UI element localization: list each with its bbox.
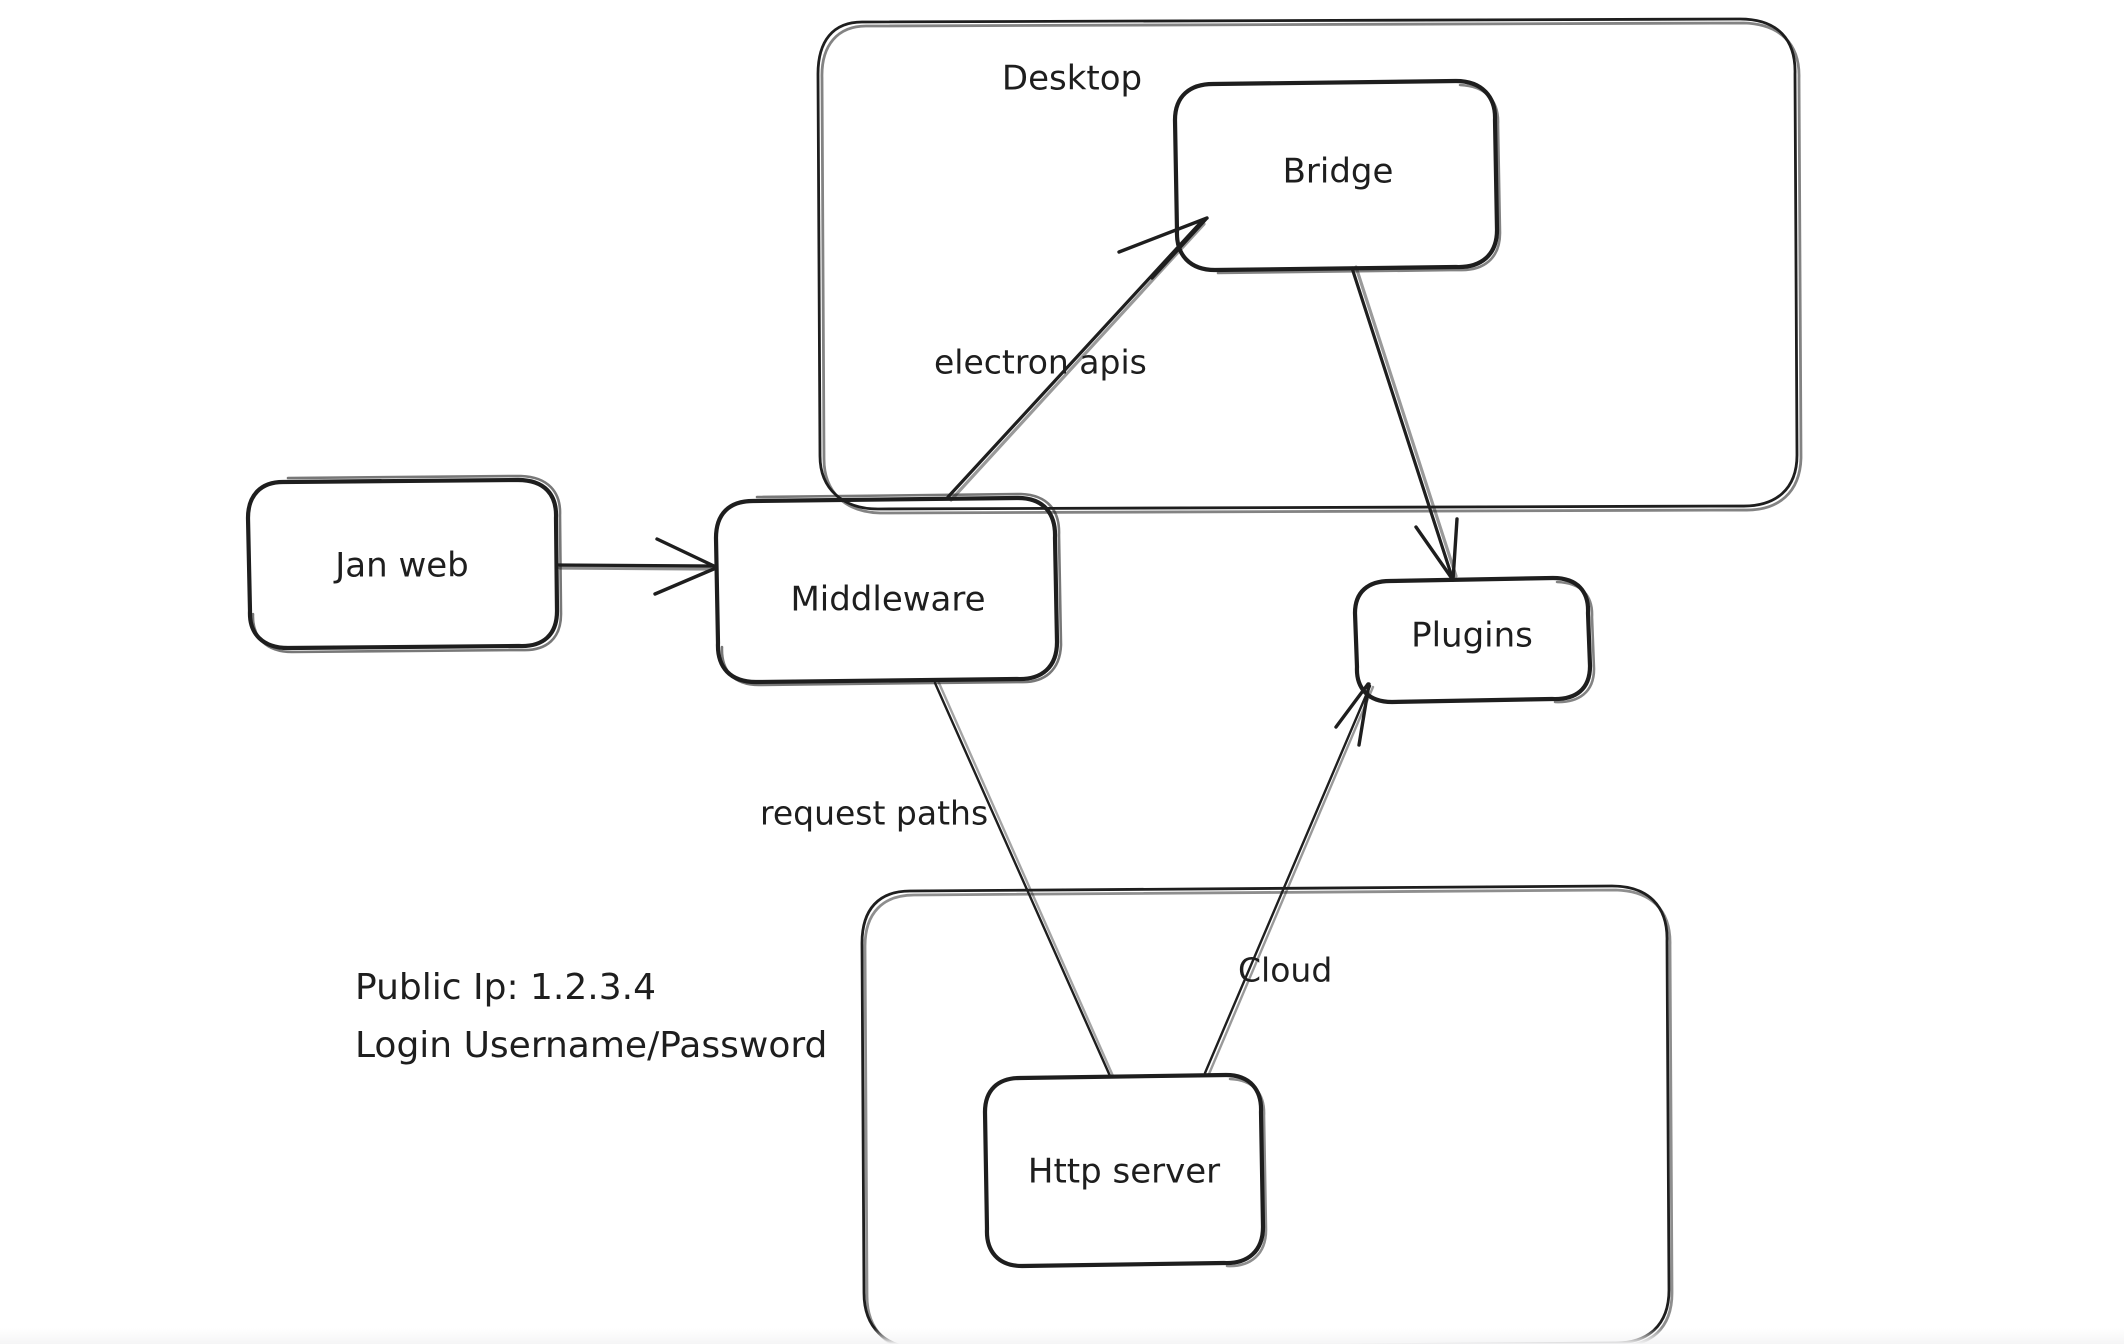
node-bridge[interactable]: Bridge bbox=[1172, 78, 1502, 275]
edge-jan-web-to-middleware[interactable] bbox=[556, 537, 718, 596]
note-login-credentials: Login Username/Password bbox=[355, 1025, 827, 1066]
node-label-bridge: Bridge bbox=[1283, 152, 1394, 192]
container-desktop[interactable] bbox=[816, 17, 1803, 515]
note-public-ip: Public Ip: 1.2.3.4 bbox=[355, 967, 656, 1008]
edge-http-server-to-middleware[interactable] bbox=[933, 681, 1115, 1078]
notes-block: Public Ip: 1.2.3.4 Login Username/Passwo… bbox=[355, 967, 827, 1066]
edge-middleware-to-bridge[interactable] bbox=[946, 216, 1209, 502]
node-plugins[interactable]: Plugins bbox=[1352, 575, 1596, 705]
edge-bridge-to-plugins[interactable] bbox=[1350, 265, 1459, 582]
node-label-jan-web: Jan web bbox=[333, 546, 469, 586]
node-label-middleware: Middleware bbox=[790, 580, 985, 620]
edge-label-request-paths: request paths bbox=[760, 794, 988, 833]
node-label-plugins: Plugins bbox=[1411, 616, 1533, 656]
edge-label-electron-apis: electron apis bbox=[934, 343, 1147, 382]
container-label-desktop: Desktop bbox=[1002, 59, 1142, 99]
edge-label-cloud: Cloud bbox=[1238, 951, 1332, 990]
edge-http-server-to-plugins[interactable] bbox=[1203, 682, 1375, 1076]
node-jan-web[interactable]: Jan web bbox=[245, 474, 563, 654]
node-middleware[interactable]: Middleware bbox=[713, 492, 1063, 687]
node-http-server[interactable]: Http server bbox=[982, 1072, 1268, 1269]
node-label-http-server: Http server bbox=[1028, 1152, 1220, 1192]
